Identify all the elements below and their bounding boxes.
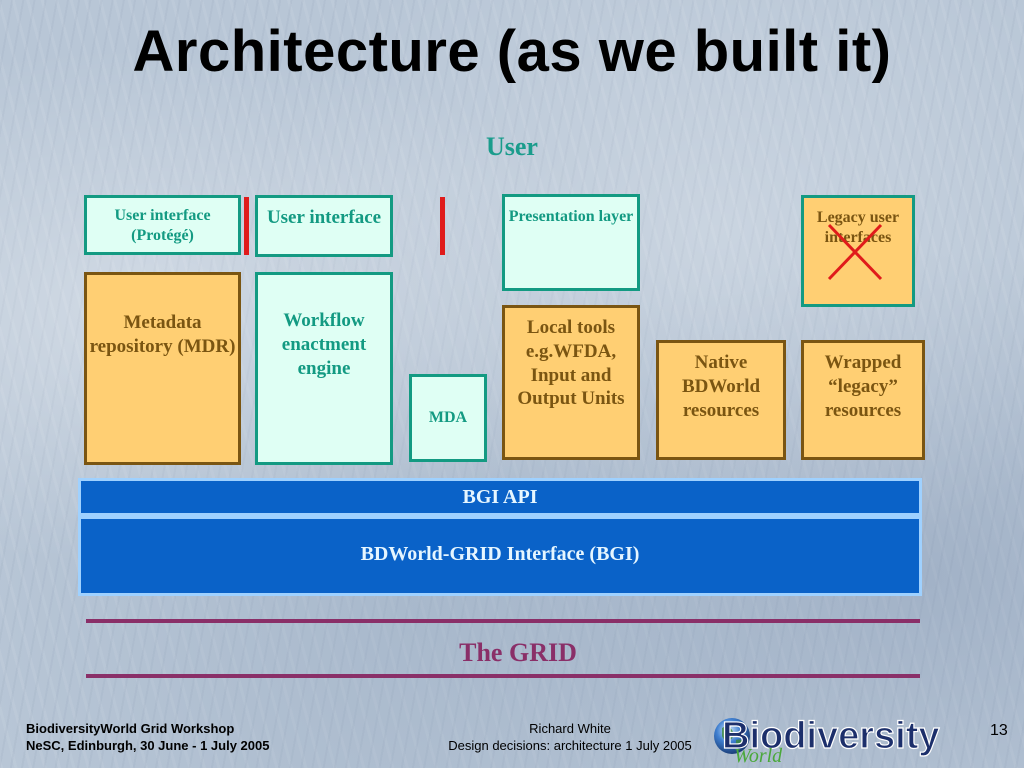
metadata-repository-label: Metadata repository (MDR) bbox=[89, 312, 236, 357]
bgi-interface-bar: BDWorld-GRID Interface (BGI) bbox=[78, 516, 922, 596]
mda-label: MDA bbox=[428, 409, 468, 426]
cross-out-icon bbox=[827, 223, 883, 281]
user-interface-protege-box: User interface (Protégé) bbox=[84, 195, 241, 255]
footer-talk-info: Design decisions: architecture 1 July 20… bbox=[448, 738, 692, 753]
wrapped-resources-box: Wrapped “legacy” resources bbox=[801, 340, 925, 460]
local-tools-box: Local tools e.g.WFDA, Input and Output U… bbox=[502, 305, 640, 460]
separator-red-bar-left bbox=[244, 197, 249, 255]
biodiversity-world-logo: Biodiversity World bbox=[714, 714, 940, 766]
footer-event-title: BiodiversityWorld Grid Workshop bbox=[26, 721, 235, 736]
logo-sub-text: World bbox=[734, 745, 783, 766]
grid-label: The GRID bbox=[459, 638, 577, 667]
footer-event-location: NeSC, Edinburgh, 30 June - 1 July 2005 bbox=[26, 738, 270, 753]
user-interface-label: User interface bbox=[266, 207, 382, 228]
wrapped-resources-label: Wrapped “legacy” resources bbox=[824, 352, 902, 421]
presentation-layer-label: Presentation layer bbox=[508, 208, 634, 225]
bgi-api-bar: BGI API bbox=[78, 478, 922, 516]
separator-red-bar-right bbox=[440, 197, 445, 255]
footer-author: Richard White Design decisions: architec… bbox=[380, 720, 760, 754]
presentation-layer-box: Presentation layer bbox=[502, 194, 640, 291]
user-interface-protege-label: User interface (Protégé) bbox=[114, 207, 211, 244]
user-label: User bbox=[486, 132, 538, 161]
metadata-repository-box: Metadata repository (MDR) bbox=[84, 272, 241, 465]
footer-author-name: Richard White bbox=[529, 721, 611, 736]
local-tools-label: Local tools e.g.WFDA, Input and Output U… bbox=[517, 317, 625, 410]
user-interface-box: User interface bbox=[255, 195, 393, 257]
logo-main-text: Biodiversity bbox=[722, 715, 940, 757]
native-resources-box: Native BDWorld resources bbox=[656, 340, 786, 460]
grid-top-line bbox=[86, 619, 920, 623]
legacy-user-interfaces-box: Legacy user interfaces bbox=[801, 195, 915, 307]
slide-title: Architecture (as we built it) bbox=[132, 19, 892, 84]
workflow-engine-box: Workflow enactment engine bbox=[255, 272, 393, 465]
page-number: 13 bbox=[990, 722, 1008, 739]
workflow-engine-label: Workflow enactment engine bbox=[281, 310, 367, 379]
native-resources-label: Native BDWorld resources bbox=[681, 352, 761, 421]
footer-event: BiodiversityWorld Grid Workshop NeSC, Ed… bbox=[26, 720, 269, 754]
mda-box: MDA bbox=[409, 374, 487, 462]
grid-bottom-line bbox=[86, 674, 920, 678]
